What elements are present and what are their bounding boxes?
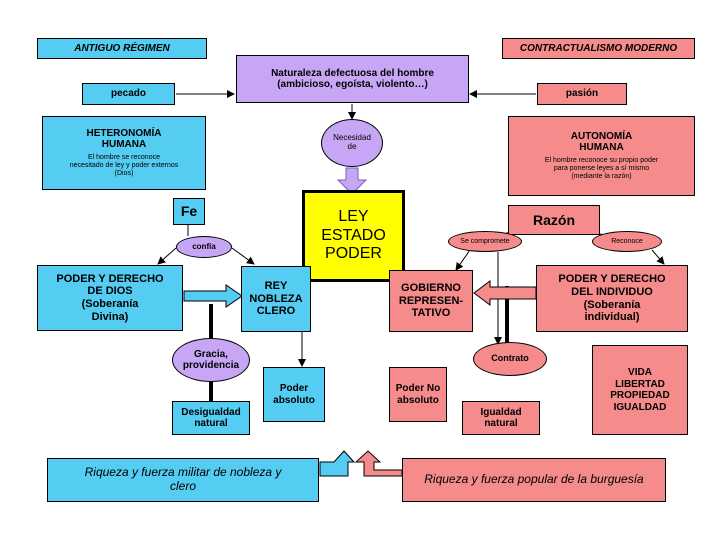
necesidad-ellipse: Necesidad de (321, 119, 383, 167)
header-contractualismo: CONTRACTUALISMO MODERNO (502, 38, 695, 59)
heteronomia-desc: El hombre se reconoce necesitado de ley … (69, 153, 179, 178)
gracia-ellipse: Gracia, providencia (172, 338, 250, 382)
arrow-dios-rey (183, 284, 243, 308)
bar-right-vertical (505, 286, 509, 352)
reconoce-ellipse: Reconoce (592, 231, 662, 252)
poder-dios-box: PODER Y DERECHO DE DIOS (Soberanía Divin… (37, 265, 183, 331)
riqueza-nobleza-box: Riqueza y fuerza militar de nobleza y cl… (47, 458, 319, 502)
fe-box: Fe (173, 198, 205, 225)
autonomia-title: AUTONOMÍA HUMANA (570, 130, 633, 154)
arrow-confia-poderdios (157, 247, 177, 265)
autonomia-desc: El hombre reconoce su propio poder para … (544, 156, 659, 181)
se-compromete-ellipse: Se compromete (448, 231, 522, 252)
pecado-box: pecado (82, 83, 175, 105)
header-antiguo-regimen: ANTIGUO RÉGIMEN (37, 38, 207, 59)
contrato-ellipse: Contrato (473, 342, 547, 376)
autonomia-box: AUTONOMÍA HUMANA El hombre reconoce su p… (508, 116, 695, 196)
poder-absoluto-box: Poder absoluto (263, 367, 325, 422)
nature-box: Naturaleza defectuosa del hombre (ambici… (236, 55, 469, 103)
vida-libertad-box: VIDA LIBERTAD PROPIEDAD IGUALDAD (592, 345, 688, 435)
arrow-individuo-gobierno (473, 280, 537, 306)
riqueza-burguesia-box: Riqueza y fuerza popular de la burguesía (402, 458, 666, 502)
arrow-confia-rey (231, 247, 255, 265)
desigualdad-box: Desigualdad natural (172, 401, 250, 435)
arrow-bottom-blue (319, 450, 356, 477)
arrow-compromete-gobierno (455, 249, 471, 271)
arrow-reconoce-individuo (651, 249, 665, 265)
poder-no-absoluto-box: Poder No absoluto (389, 367, 447, 422)
pasion-box: pasión (537, 83, 627, 105)
heteronomia-title: HETERONOMÍA HUMANA (86, 127, 162, 151)
poder-individuo-box: PODER Y DERECHO DEL INDIVIDUO (Soberanía… (536, 265, 688, 332)
arrow-bottom-red (354, 450, 403, 477)
arrow-necesidad-center (336, 167, 368, 195)
razon-box: Razón (508, 205, 600, 235)
igualdad-box: Igualdad natural (462, 401, 540, 435)
nature-title: Naturaleza defectuosa del hombre (271, 67, 434, 79)
heteronomia-box: HETERONOMÍA HUMANA El hombre se reconoce… (42, 116, 206, 190)
gobierno-box: GOBIERNO REPRESEN- TATIVO (389, 270, 473, 332)
confia-ellipse: confía (176, 236, 232, 258)
nature-detail: (ambicioso, egoísta, violento…) (277, 79, 428, 90)
ley-estado-poder-box: LEY ESTADO PODER (302, 190, 405, 282)
rey-nobleza-clero-box: REY NOBLEZA CLERO (241, 266, 311, 332)
